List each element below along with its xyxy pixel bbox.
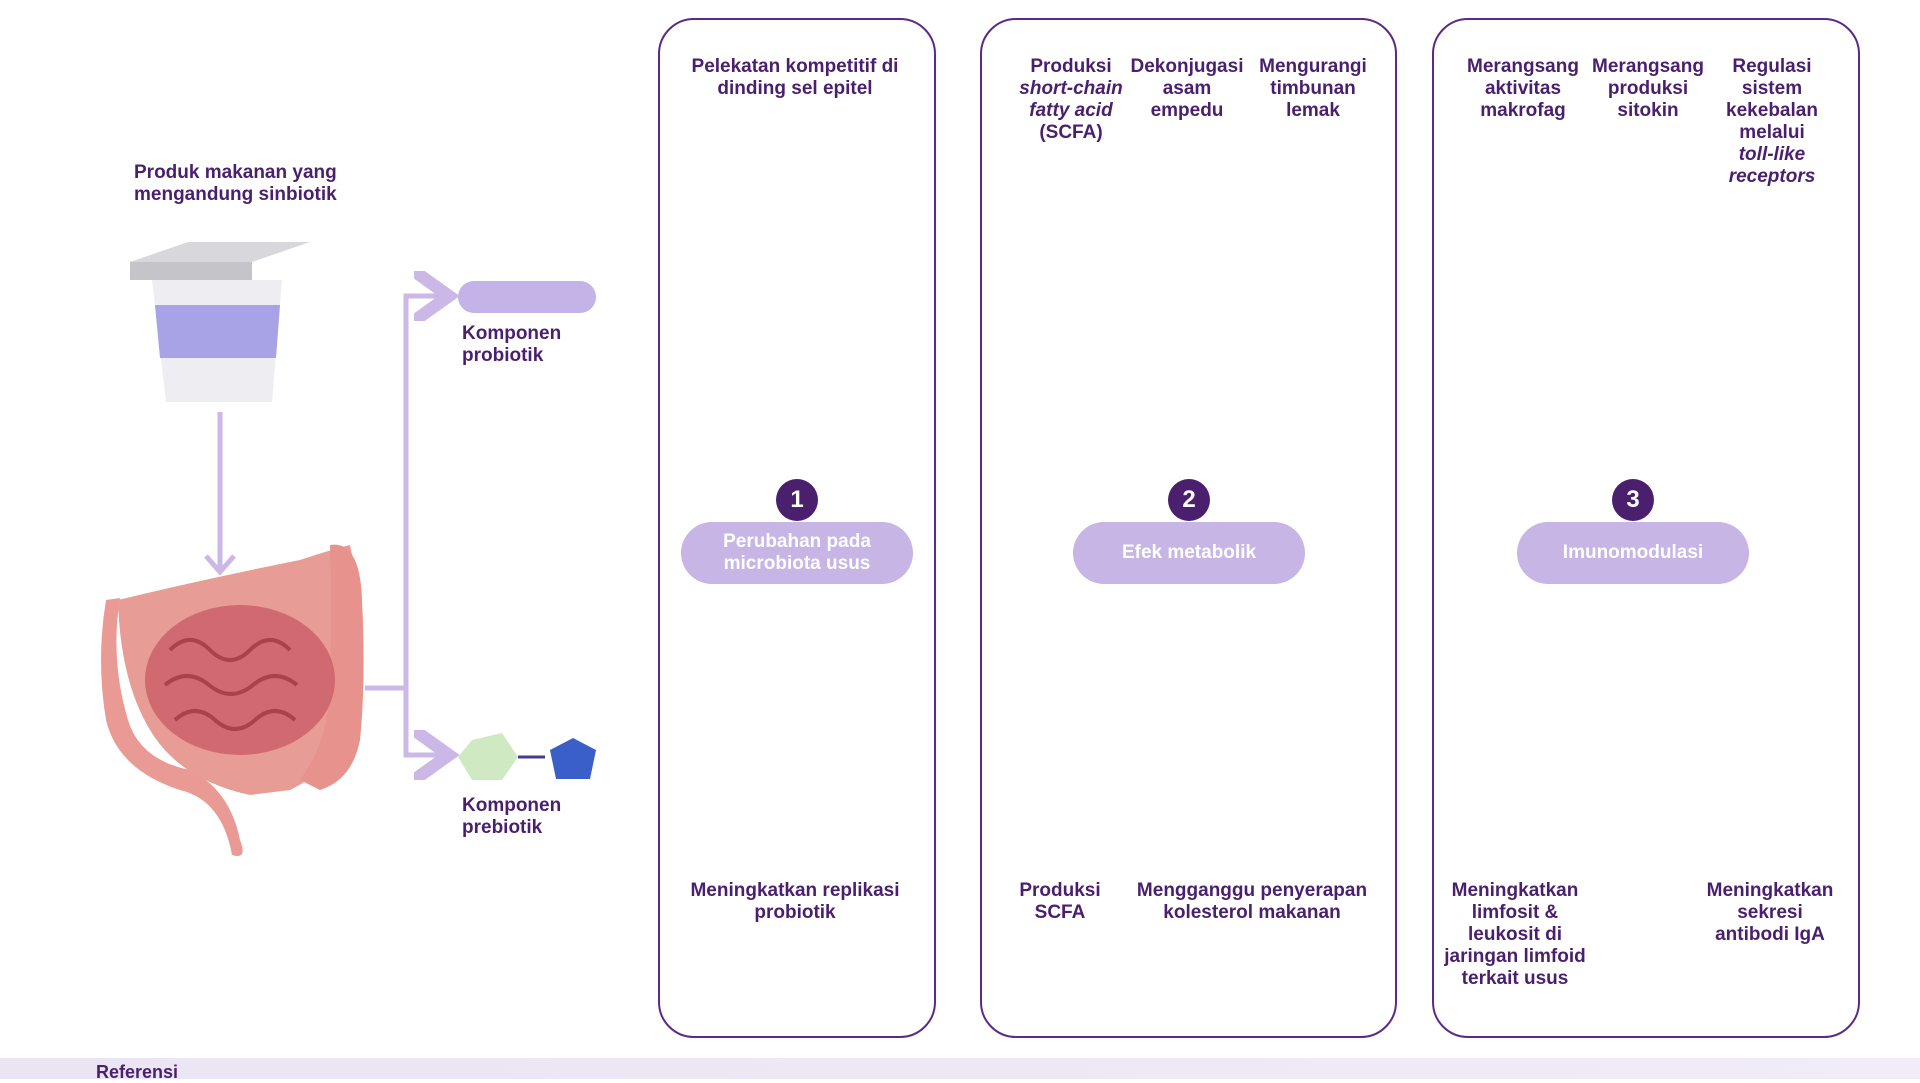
hexagon-prebiotic-icon	[458, 733, 518, 780]
down-arrowhead	[204, 554, 236, 576]
panel3-top-col2: Merangsang produksi sitokin	[1592, 56, 1704, 121]
yogurt-cup-icon	[130, 242, 310, 402]
panel3-bottom-col2: Meningkatkan sekresi antibodi IgA	[1706, 880, 1834, 945]
panel2-bottom-col1: Produksi SCFA	[1019, 880, 1101, 923]
panel3-top-col3-a: Regulasi sistem kekebalan melalui	[1726, 56, 1818, 143]
pentagon-prebiotic-icon	[550, 738, 596, 779]
panel2-top-col2: Dekonjugasi asam empedu	[1130, 56, 1244, 121]
arrow-to-probiotic	[365, 296, 444, 691]
panel3-bottom-col1: Meningkatkan limfosit & leukosit di jari…	[1444, 880, 1586, 989]
panel2-top-col1-a: Produksi	[1030, 56, 1112, 77]
footer-text: Referensi	[96, 1062, 179, 1082]
panel2-top-col1: Produksi short-chain fatty acid (SCFA)	[1006, 56, 1136, 144]
step-number-2: 2	[1168, 479, 1210, 521]
arrow-to-prebiotic	[403, 688, 444, 755]
probiotic-capsule-icon	[458, 281, 596, 313]
pill-microbiota: Perubahan pada microbiota usus	[681, 522, 913, 584]
panel1-bottom-text: Meningkatkan replikasi probiotik	[690, 880, 900, 923]
product-label: Produk makanan yang mengandung sinbiotik	[134, 162, 337, 205]
panel3-top-col1: Merangsang aktivitas makrofag	[1467, 56, 1579, 121]
probiotic-label: Komponen probiotik	[462, 323, 562, 366]
panel2-top-col1-b: short-chain fatty acid	[1019, 78, 1123, 121]
step-number-1: 1	[776, 479, 818, 521]
panel1-top-text: Pelekatan kompetitif di dinding sel epit…	[691, 56, 899, 99]
step-number-3: 3	[1612, 479, 1654, 521]
panel2-top-col3: Mengurangi timbunan lemak	[1259, 56, 1367, 121]
footer-bar: Referensi	[0, 1058, 1920, 1082]
pill-immunomodulation: Imunomodulasi	[1517, 522, 1749, 584]
prebiotic-label: Komponen prebiotik	[462, 795, 562, 838]
panel2-top-col1-c: (SCFA)	[1039, 122, 1103, 143]
panel3-top-col3-b: toll-like receptors	[1728, 144, 1816, 187]
intestine-icon	[101, 544, 364, 856]
panel3-top-col3: Regulasi sistem kekebalan melalui toll-l…	[1710, 56, 1834, 188]
pill-metabolic: Efek metabolik	[1073, 522, 1305, 584]
panel2-bottom-col2: Mengganggu penyerapan kolesterol makanan	[1136, 880, 1368, 923]
